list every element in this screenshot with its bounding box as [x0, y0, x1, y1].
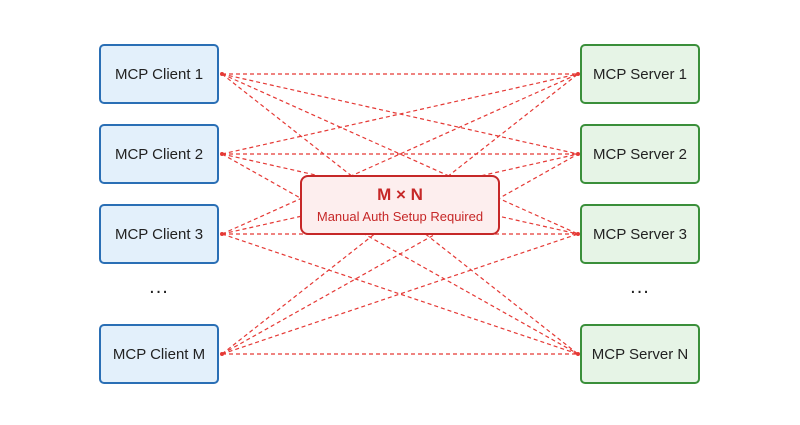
client-label: MCP Client 2: [114, 145, 204, 163]
mxn-title: M × N: [377, 184, 423, 204]
server-label: MCP Server N: [591, 345, 689, 363]
client-node-3: MCP Client 3: [99, 204, 219, 264]
server-anchor-dot-3: [576, 232, 580, 236]
client-anchor-dot-1: [220, 72, 224, 76]
client-node-1: MCP Client 1: [99, 44, 219, 104]
client-node-2: MCP Client 2: [99, 124, 219, 184]
server-label: MCP Server 1: [593, 65, 687, 83]
connection-line-c3-s1: [221, 73, 579, 235]
server-node-3: MCP Server 3: [580, 204, 700, 264]
server-node-1: MCP Server 1: [580, 44, 700, 104]
server-ellipsis: ...: [630, 276, 650, 298]
server-anchor-dot-1: [576, 72, 580, 76]
mxn-callout-box: M × N Manual Auth Setup Required: [300, 175, 500, 235]
server-label: MCP Server 3: [593, 225, 687, 243]
client-ellipsis: ...: [149, 276, 169, 298]
server-node-2: MCP Server 2: [580, 124, 700, 184]
client-anchor-dot-3: [220, 232, 224, 236]
connection-line-c4-s2: [221, 153, 579, 355]
client-label: MCP Client 3: [114, 225, 204, 243]
mxn-subtitle: Manual Auth Setup Required: [316, 208, 484, 224]
client-label: MCP Client M: [112, 345, 206, 363]
client-anchor-dot-2: [220, 152, 224, 156]
client-anchor-dot-4: [220, 352, 224, 356]
server-label: MCP Server 2: [593, 145, 687, 163]
client-label: MCP Client 1: [114, 65, 204, 83]
server-anchor-dot-2: [576, 152, 580, 156]
connection-line-c2-s1: [221, 73, 579, 155]
server-anchor-dot-4: [576, 352, 580, 356]
client-node-m: MCP Client M: [99, 324, 219, 384]
server-node-n: MCP Server N: [580, 324, 700, 384]
connection-line-c1-s3: [221, 73, 579, 235]
